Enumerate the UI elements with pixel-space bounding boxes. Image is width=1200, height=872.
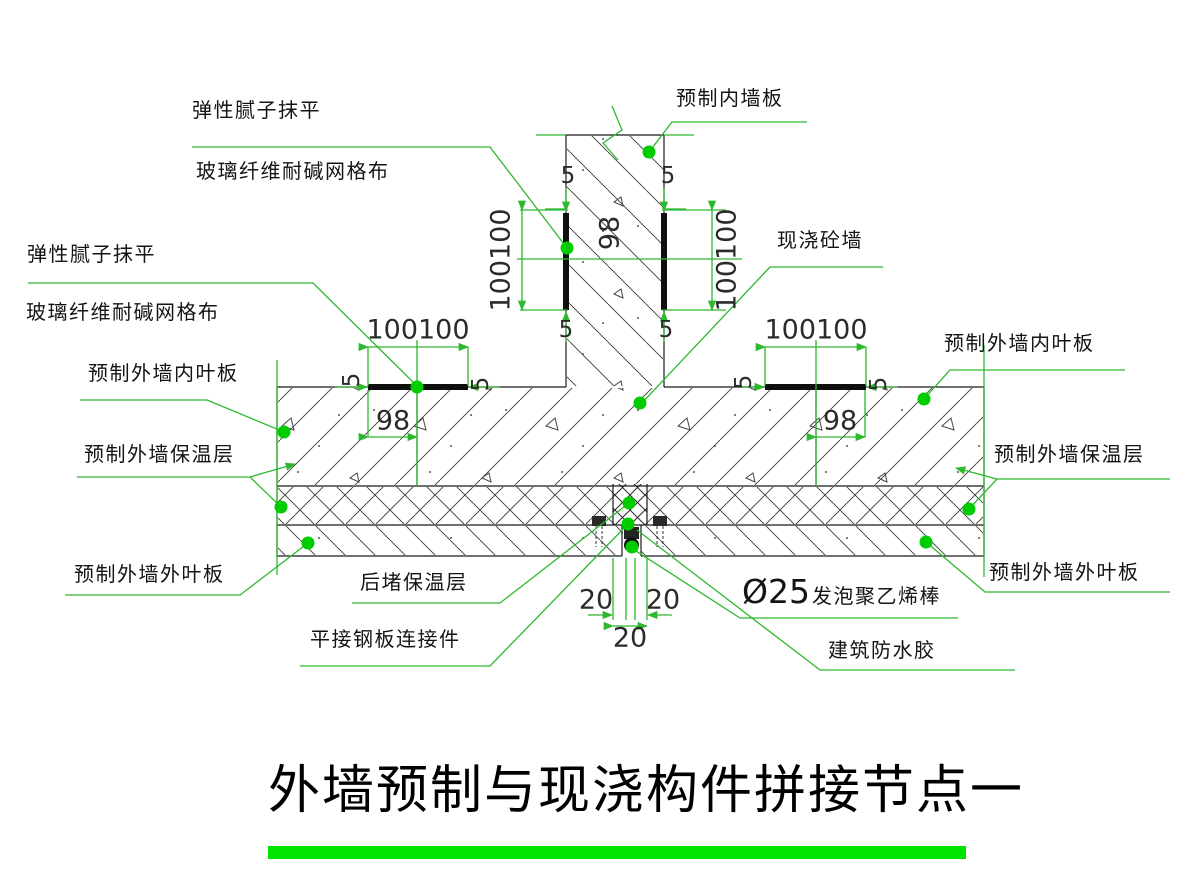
label-elastic-putty-2: 弹性腻子抹平 <box>27 242 156 266</box>
label-outer-leaf-right: 预制外墙外叶板 <box>989 560 1140 584</box>
dim-5-wall-3: 5 <box>731 374 757 390</box>
leader-lines <box>28 121 1170 671</box>
label-cast-in-place-wall: 现浇砼墙 <box>777 228 863 252</box>
label-steel-plate-connector: 平接钢板连接件 <box>310 627 461 651</box>
dim-5-col-bot-left: 5 <box>558 317 574 343</box>
drawing-title: 外墙预制与现浇构件拼接节点一 <box>268 761 1025 821</box>
dimension-lines <box>276 105 985 631</box>
dim-100100-top-right: 100100 <box>764 314 868 346</box>
label-insulation-left: 预制外墙保温层 <box>84 442 235 466</box>
dim-100100-vert-right: 100100 <box>711 208 743 312</box>
dim-100100-top-left: 100100 <box>366 314 470 346</box>
title-underline-bar <box>268 846 966 859</box>
dim-20-bottom: 20 <box>612 622 648 654</box>
dim-5-wall-1: 5 <box>339 372 365 388</box>
label-mesh-cloth-1: 玻璃纤维耐碱网格布 <box>196 159 390 183</box>
flat-steel-connectors <box>592 516 667 547</box>
foam-rod-text: 发泡聚乙烯棒 <box>811 584 941 608</box>
label-insulation-right: 预制外墙保温层 <box>994 442 1145 466</box>
label-inner-leaf-right: 预制外墙内叶板 <box>944 331 1095 355</box>
hatch-regions <box>278 136 983 555</box>
dim-98-column: 98 <box>594 215 626 251</box>
label-mesh-cloth-2: 玻璃纤维耐碱网格布 <box>26 300 220 324</box>
dim-5-wall-4: 5 <box>866 376 892 392</box>
label-rear-plug-insulation: 后堵保温层 <box>360 570 468 594</box>
leader-dots <box>274 145 976 554</box>
label-precast-interior-panel: 预制内墙板 <box>676 86 784 110</box>
label-outer-leaf-left: 预制外墙外叶板 <box>74 562 225 586</box>
dim-98-left: 98 <box>375 405 411 437</box>
dim-20-right: 20 <box>645 584 681 616</box>
foam-rod-diameter: Ø25 <box>742 572 810 611</box>
dim-5-wall-2: 5 <box>468 376 494 392</box>
label-foam-rod: Ø25 发泡聚乙烯棒 <box>742 572 941 611</box>
label-waterproof-sealant: 建筑防水胶 <box>828 638 936 662</box>
dim-20-left: 20 <box>578 584 614 616</box>
label-inner-leaf-left: 预制外墙内叶板 <box>88 361 239 385</box>
dim-5-col-top-left: 5 <box>560 163 576 189</box>
dim-5-col-bot-right: 5 <box>658 317 674 343</box>
dim-98-right: 98 <box>822 405 858 437</box>
dim-5-col-top-right: 5 <box>660 163 676 189</box>
dim-100100-vert-left: 100100 <box>485 208 517 312</box>
label-elastic-putty-1: 弹性腻子抹平 <box>192 98 321 122</box>
